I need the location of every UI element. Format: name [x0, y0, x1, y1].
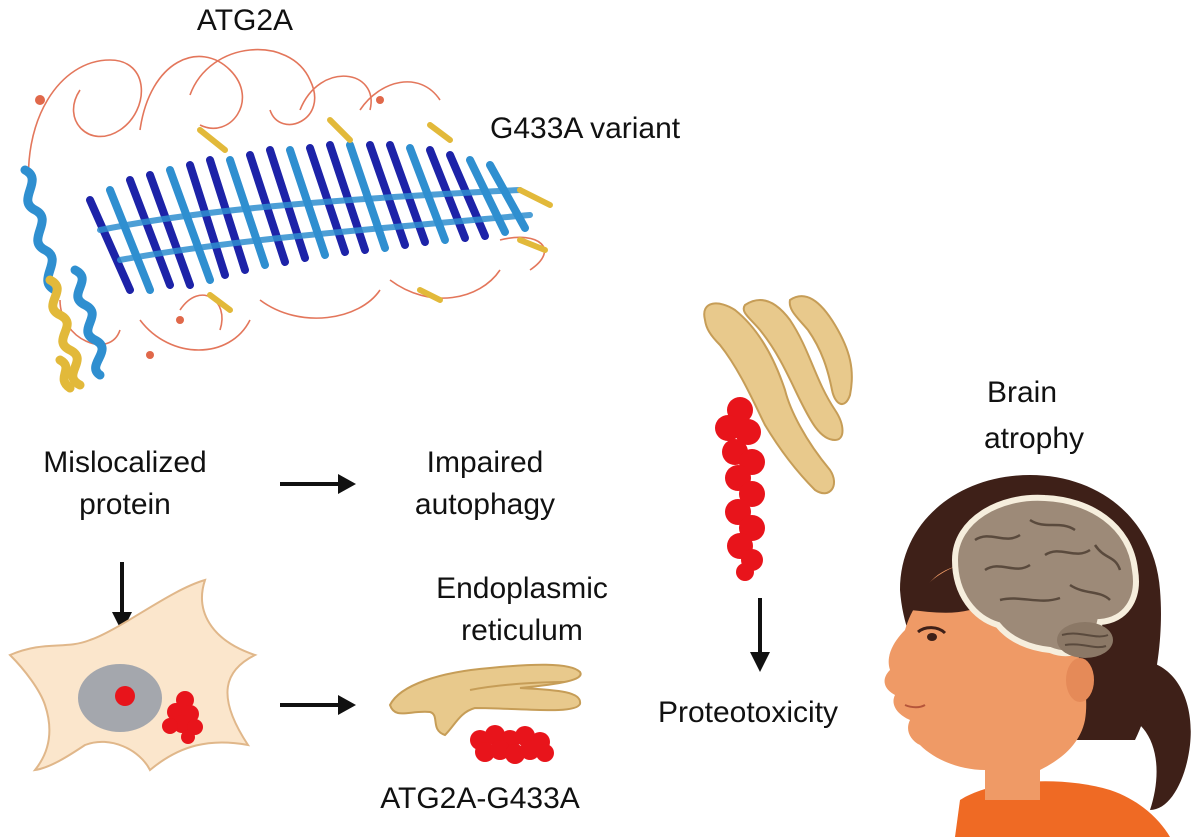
brain-line1: Brain	[987, 376, 1057, 409]
mislocalized-line2: protein	[79, 488, 171, 521]
brain-line2: atrophy	[984, 422, 1084, 455]
proteotoxicity-label: Proteotoxicity	[658, 696, 838, 729]
arrow-right-2	[280, 695, 356, 715]
er-icon	[703, 295, 853, 495]
aggregate-icon	[470, 725, 554, 764]
aggregate-icon	[162, 691, 203, 744]
impaired-line1: Impaired	[427, 446, 544, 479]
er-icon	[388, 663, 582, 737]
protein-structure-icon	[20, 48, 553, 393]
arrow-down-2	[750, 598, 770, 672]
er-line1: Endoplasmic	[436, 572, 608, 605]
er-line2: reticulum	[461, 614, 583, 647]
aggregate-icon	[715, 397, 765, 581]
brain-icon	[951, 494, 1139, 658]
variant-label: G433A variant	[490, 112, 681, 145]
impaired-line2: autophagy	[415, 488, 555, 521]
arrow-down-1	[112, 562, 132, 632]
cell-icon	[8, 578, 258, 772]
protein-title: ATG2A	[197, 4, 293, 37]
arrow-right-1	[280, 474, 356, 494]
mislocalized-line1: Mislocalized	[43, 446, 206, 479]
mutant-label: ATG2A-G433A	[380, 782, 580, 815]
